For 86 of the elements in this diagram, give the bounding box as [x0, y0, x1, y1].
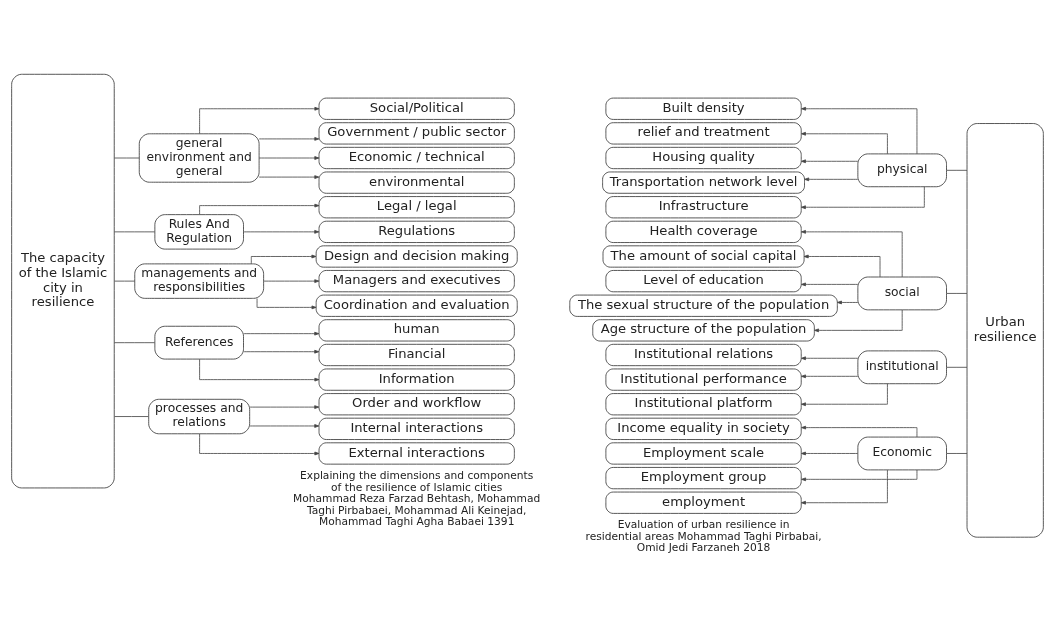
node-box: physical — [857, 153, 947, 188]
connector — [114, 157, 140, 159]
node-box: Infrastructure — [605, 196, 802, 219]
node-box: institutional — [857, 350, 947, 385]
arrow — [199, 203, 320, 215]
node-box: processes and relations — [148, 398, 251, 435]
node-box: Coordination and evaluation — [315, 294, 518, 317]
arrow — [243, 349, 320, 354]
connector — [114, 342, 156, 344]
node-box: Legal / legal — [318, 196, 515, 219]
arrow — [801, 469, 918, 482]
node-box: social — [857, 276, 947, 311]
arrow — [801, 131, 888, 155]
node-box: The capacity of the Islamic city in resilience — [11, 73, 115, 489]
arrow — [837, 300, 859, 305]
node-box: References — [154, 325, 244, 360]
arrow — [243, 230, 320, 234]
arrow — [801, 106, 918, 155]
node-box: employment — [605, 491, 802, 514]
node-box: Housing quality — [605, 146, 802, 170]
node-box: relief and treatment — [605, 122, 802, 145]
connector — [114, 231, 156, 233]
arrow — [199, 433, 320, 456]
node-box: Level of education — [605, 270, 802, 293]
node-box: Built density — [605, 97, 802, 120]
node-box: Rules And Regulation — [154, 214, 244, 250]
connector — [946, 169, 968, 171]
arrow — [256, 298, 317, 310]
arrow — [801, 159, 859, 164]
arrow — [249, 424, 320, 428]
node-box: Internal interactions — [318, 417, 515, 440]
arrow — [258, 137, 320, 141]
node-box: Order and workflow — [318, 393, 515, 416]
arrow — [804, 177, 859, 182]
arrow — [199, 358, 320, 382]
label: Explaining the dimensions and components of the resilience of Islamic cities Mohammad Reza Farzad Behtash, Mohammad Taghi Pirbabaei, Mohammad Ali Keinejad, Mohammad Taghi Agha Babaei 1391 — [293, 469, 541, 529]
node-box: human — [318, 319, 515, 342]
connector — [946, 293, 968, 294]
node-box: Financial — [318, 343, 515, 367]
connector — [114, 416, 149, 417]
node-box: environmental — [318, 171, 515, 194]
node-box: Urban resilience — [966, 123, 1044, 538]
node-box: general environment and general — [138, 133, 260, 183]
node-box: Health coverage — [605, 220, 802, 243]
arrow — [801, 383, 888, 407]
arrow — [814, 309, 903, 333]
arrow — [801, 374, 859, 379]
arrow — [800, 186, 925, 210]
node-box: Institutional performance — [605, 368, 802, 391]
node-box: The amount of social capital — [602, 245, 805, 268]
node-box: The sexual structure of the population — [569, 294, 838, 317]
arrow — [801, 469, 888, 505]
node-box: Institutional platform — [605, 393, 802, 416]
arrow — [249, 405, 320, 409]
arrow — [243, 331, 320, 336]
connector — [114, 280, 136, 282]
node-box: Age structure of the population — [592, 319, 815, 342]
node-box: Economic — [857, 436, 947, 471]
node-box: Employment scale — [605, 442, 802, 465]
node-box: Information — [318, 368, 515, 391]
node-box: External interactions — [318, 442, 515, 465]
node-box: Employment group — [605, 467, 802, 490]
node-box: Social/Political — [318, 97, 515, 120]
arrow — [803, 254, 881, 278]
connector — [946, 366, 968, 368]
arrow — [199, 106, 320, 135]
node-box: Transportation network level — [602, 171, 805, 194]
node-box: Institutional relations — [605, 343, 802, 367]
node-box: managements and responsibilities — [134, 263, 265, 299]
arrow — [801, 451, 859, 456]
arrow — [801, 425, 918, 438]
node-box: Regulations — [318, 220, 515, 243]
node-box: Income equality in society — [605, 417, 802, 440]
arrow — [258, 156, 320, 160]
arrow — [801, 282, 859, 287]
node-box: Managers and executives — [318, 270, 515, 293]
arrow — [801, 230, 903, 278]
label: Evaluation of urban resilience in residential areas Mohammad Taghi Pirbabai, Omid Jedi Farzaneh 2018 — [585, 518, 822, 555]
arrow — [258, 175, 320, 179]
arrow — [250, 254, 317, 265]
arrow — [801, 356, 859, 361]
node-box: Government / public sector — [318, 122, 515, 145]
node-box: Design and decision making — [315, 245, 518, 268]
arrow — [263, 279, 320, 283]
node-box: Economic / technical — [318, 146, 515, 170]
connector — [946, 453, 968, 454]
